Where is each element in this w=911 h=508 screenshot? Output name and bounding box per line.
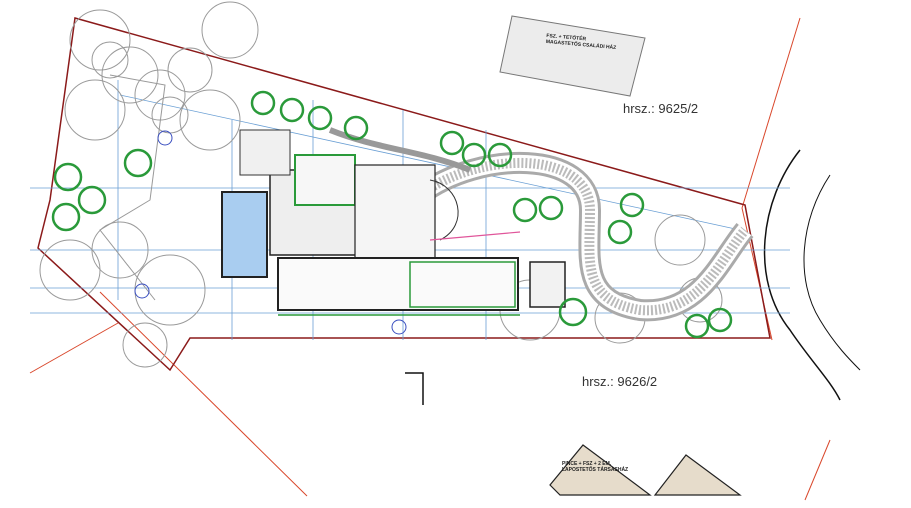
street-curb-2	[803, 174, 861, 371]
section-mark	[405, 372, 424, 405]
parcel-label-south: hrsz.: 9626/2	[582, 374, 658, 389]
serpentine-path-center	[417, 158, 749, 316]
neighbor-building-label: PINCE + FSZ + 2 EM. LAPOSTETŐS TÁRSASHÁZ	[562, 461, 628, 473]
house-footprint	[239, 129, 566, 316]
parcel-label-north: hrsz.: 9625/2	[623, 101, 699, 116]
property-boundary	[37, 17, 771, 372]
street-curb	[763, 149, 841, 401]
neighbor-building-south-2	[653, 454, 742, 496]
neighbor-building-south-1	[549, 444, 652, 496]
survey-markers	[134, 130, 407, 335]
neighbor-building-label-line1: PINCE + FSZ + 2 EM.	[562, 461, 612, 467]
neighbor-building-label-line2: LAPOSTETŐS TÁRSASHÁZ	[562, 467, 629, 473]
pool	[221, 191, 268, 278]
garden-path-left	[99, 74, 166, 301]
neighbor-house-north	[499, 15, 646, 97]
proposed-trees	[51, 90, 733, 339]
